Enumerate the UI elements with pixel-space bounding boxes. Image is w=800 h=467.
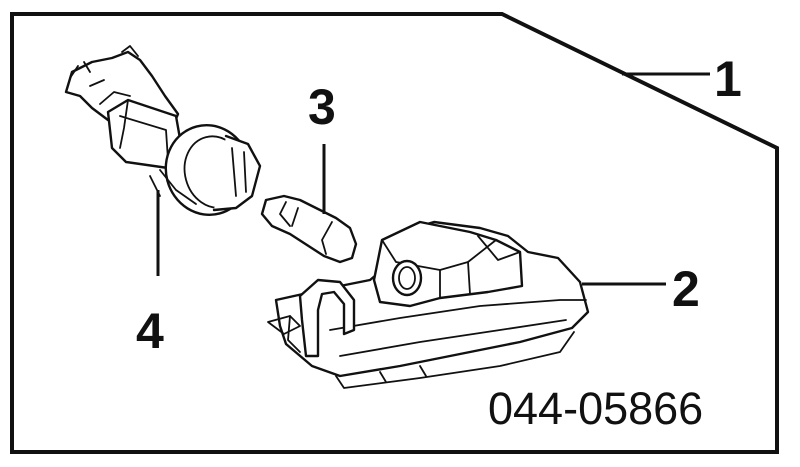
callout-1: 1 [714, 51, 742, 107]
part-number: 044-05866 [488, 383, 703, 434]
callout-2: 2 [672, 261, 700, 317]
callout-4: 4 [136, 303, 164, 359]
wedge-bulb-part [260, 194, 358, 264]
lamp-housing-part [267, 220, 590, 389]
callout-3: 3 [308, 79, 336, 135]
bulb-socket-part [64, 45, 262, 217]
